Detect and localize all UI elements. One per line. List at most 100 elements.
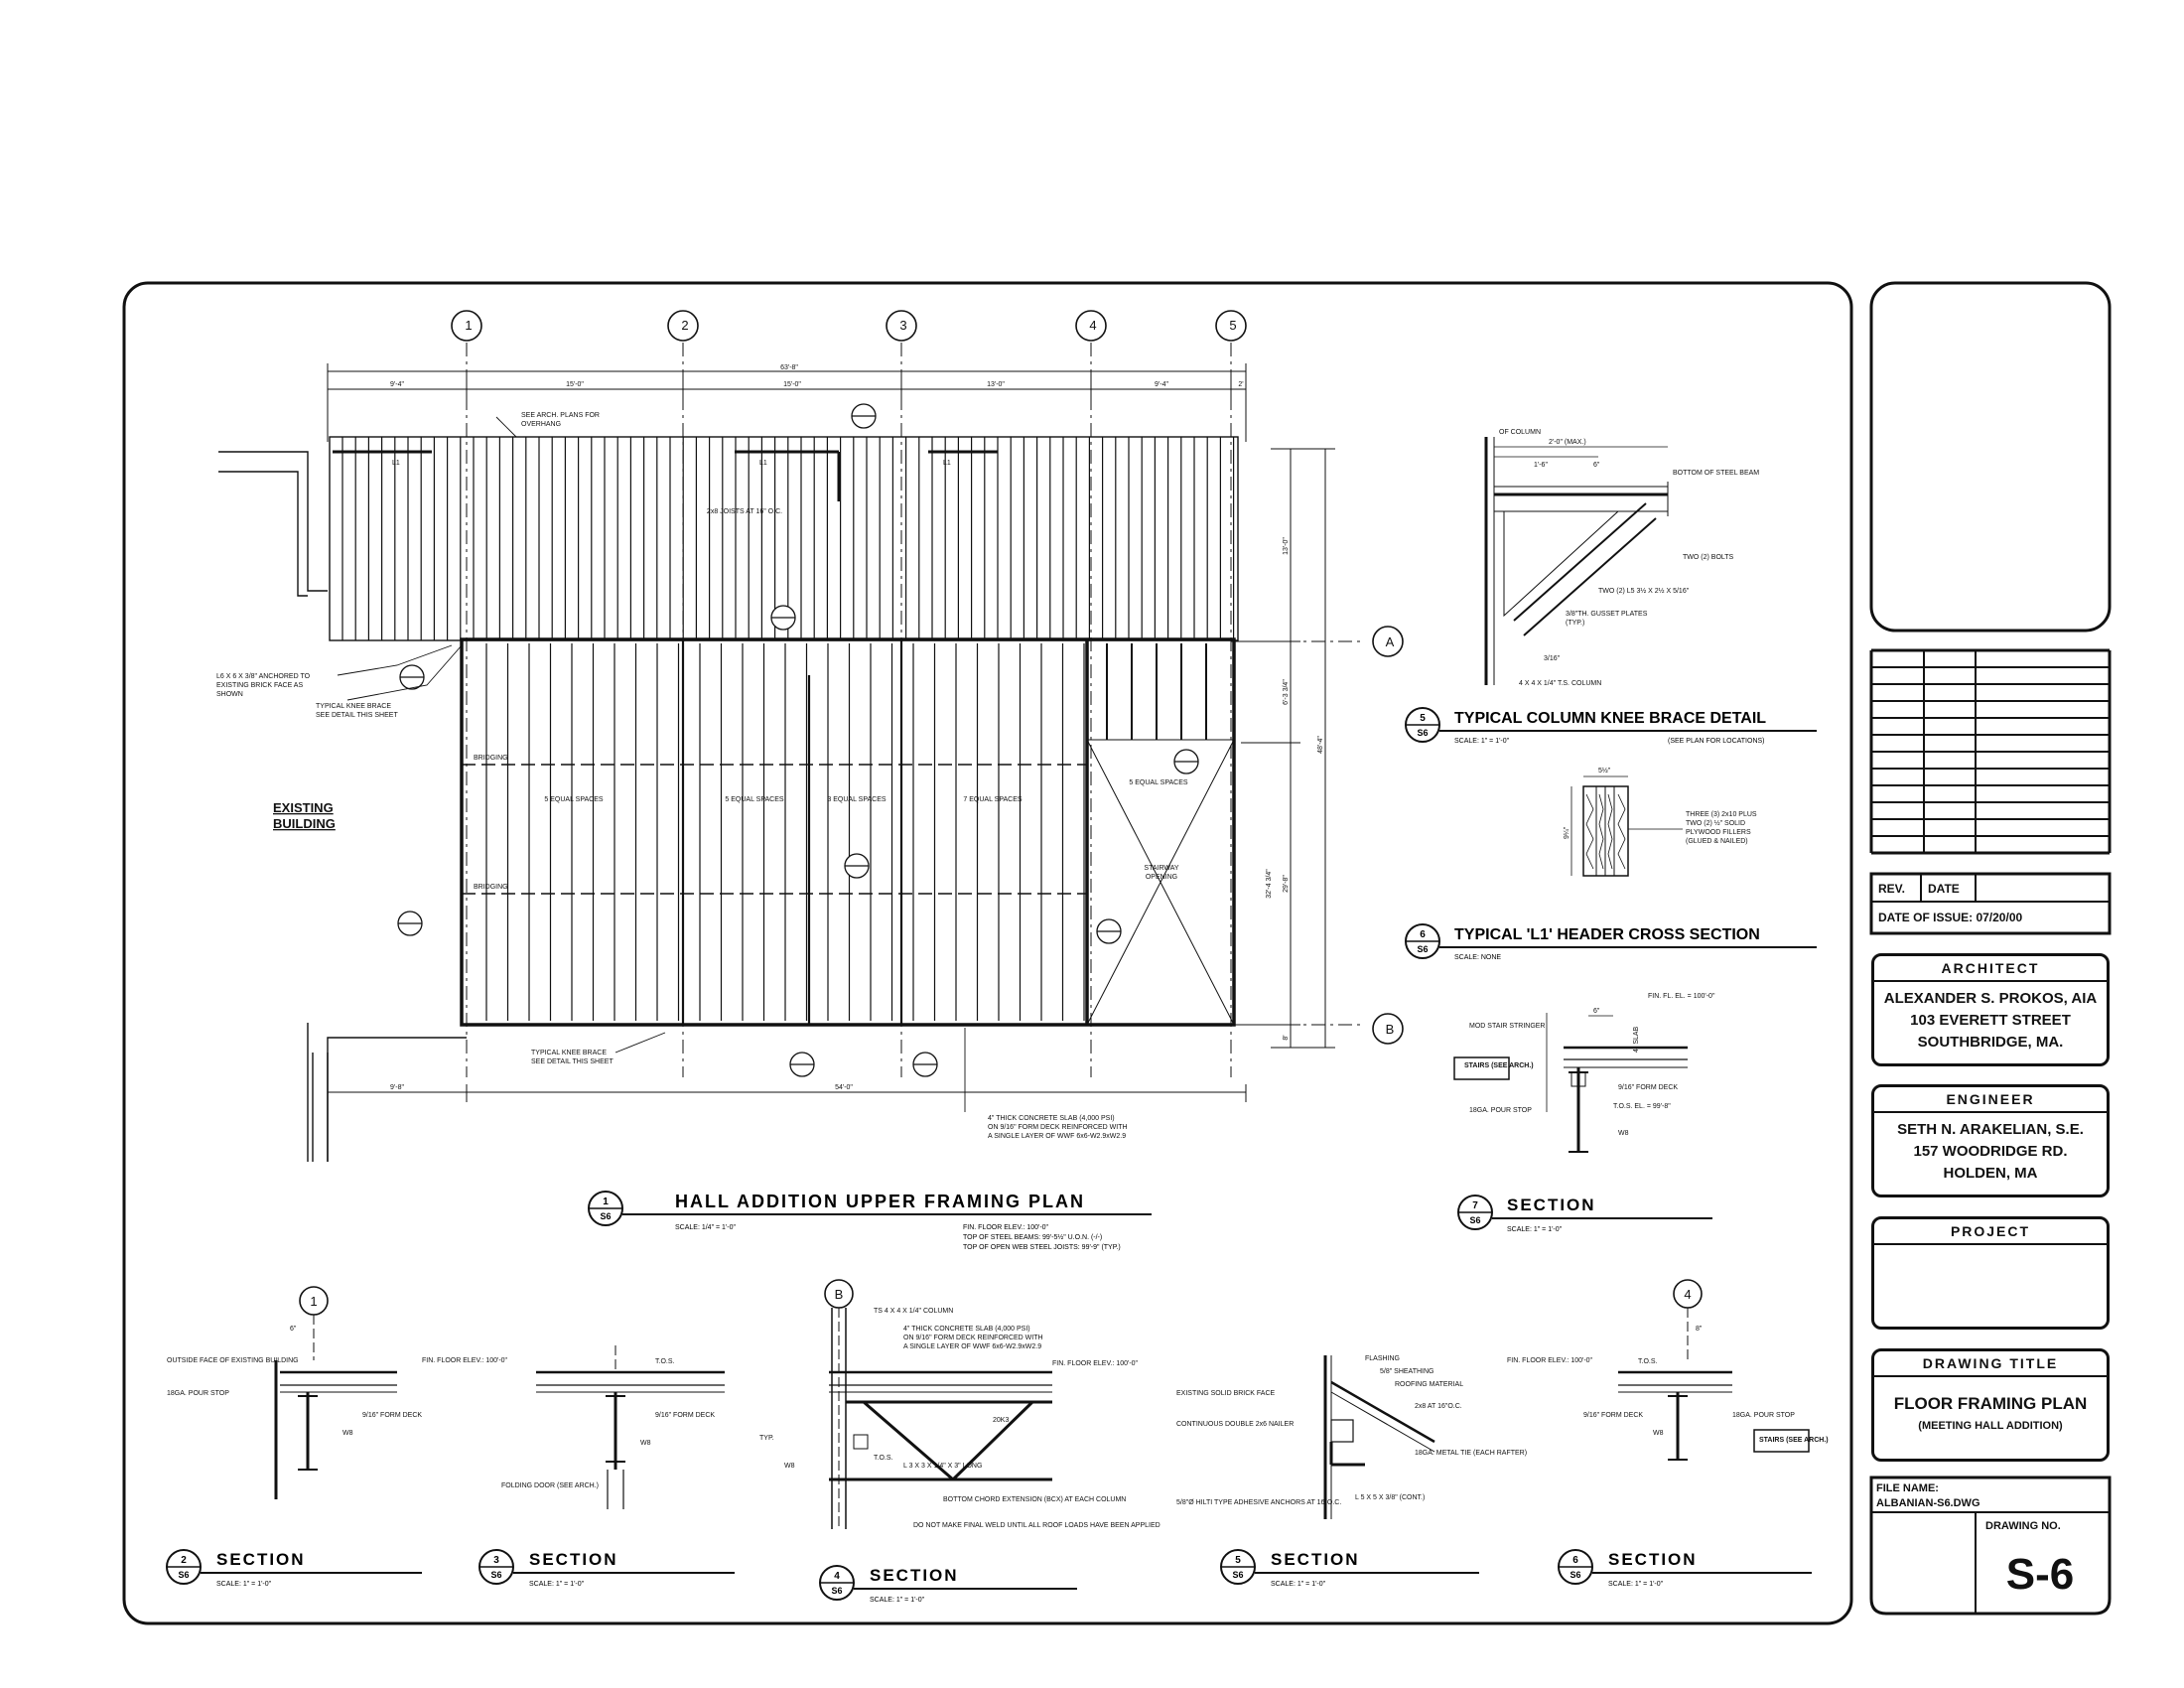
bay-dimension-4: 13'-0" bbox=[987, 381, 1005, 388]
grid-label-4: 4 bbox=[1089, 318, 1096, 333]
right-dimension-4: 29'-8" bbox=[1283, 875, 1290, 893]
s4-detail-title: SECTION bbox=[870, 1566, 959, 1585]
l1-headers bbox=[333, 450, 998, 501]
plan-title-block: 1 S6 HALL ADDITION UPPER FRAMING PLAN SC… bbox=[588, 1191, 1152, 1251]
knee-detail-number: 5 bbox=[1420, 713, 1426, 724]
section-4-annotations: B TS 4 X 4 X 1/4" COLUMN 4" THICK CONCRE… bbox=[759, 1287, 1160, 1529]
section-5-annotations: FLASHING 5/8" SHEATHING ROOFING MATERIAL… bbox=[1176, 1355, 1527, 1506]
architect-header: ARCHITECT bbox=[1874, 956, 2107, 982]
top-dimensions bbox=[327, 363, 1247, 442]
s3-label-door: FOLDING DOOR (SEE ARCH.) bbox=[501, 1482, 599, 1489]
l1-dim-depth: 9¼" bbox=[1564, 826, 1570, 839]
section-6-annotations: 4 FIN. FLOOR ELEV.: 100'-0" T.O.S. 9/16"… bbox=[1507, 1287, 1829, 1444]
slab-note-1: 4" THICK CONCRETE SLAB (4,000 PSI) bbox=[988, 1115, 1115, 1122]
s4-label-col: TS 4 X 4 X 1/4" COLUMN bbox=[874, 1308, 953, 1315]
l6-note-2: EXISTING BRICK FACE AS bbox=[216, 682, 303, 689]
s2-detail-title: SECTION bbox=[216, 1550, 306, 1569]
s3-detail-number: 3 bbox=[493, 1555, 499, 1566]
title-block-stamp-box bbox=[1869, 281, 2112, 633]
s5-label-nailer: CONTINUOUS DOUBLE 2x6 NAILER bbox=[1176, 1421, 1294, 1428]
stairway-label-1: STAIRWAY bbox=[1144, 865, 1178, 872]
engineer-panel: ENGINEER SETH N. ARAKELIAN, S.E. 157 WOO… bbox=[1871, 1084, 2110, 1197]
s4-label-weld: DO NOT MAKE FINAL WELD UNTIL ALL ROOF LO… bbox=[913, 1522, 1160, 1529]
revision-box bbox=[1869, 872, 2112, 935]
s4-detail-scale: SCALE: 1" = 1'-0" bbox=[870, 1597, 925, 1604]
s7-label-w8: W8 bbox=[1618, 1130, 1629, 1137]
knee-detail-scale: SCALE: 1" = 1'-0" bbox=[1454, 738, 1510, 745]
knee-label-angles: TWO (2) L5 3½ X 2½ X 5/16" bbox=[1598, 587, 1690, 595]
l1-sheet-ref: S6 bbox=[1417, 944, 1428, 954]
s6-label-w8: W8 bbox=[1653, 1430, 1664, 1437]
l1-label-3: L1 bbox=[943, 460, 951, 467]
section-4-detail bbox=[824, 1279, 1052, 1529]
floor-outline bbox=[460, 637, 1236, 1027]
bay-dimension-5: 9'-4" bbox=[1155, 381, 1168, 388]
rev-label: REV. bbox=[1878, 882, 1905, 896]
l1-note-1: THREE (3) 2x10 PLUS bbox=[1686, 811, 1757, 818]
s7-label-6in: 6" bbox=[1593, 1008, 1600, 1015]
spaces-label-3: 3 EQUAL SPACES bbox=[827, 796, 886, 803]
section-7-title: 7 S6 SECTION SCALE: 1" = 1'-0" bbox=[1457, 1195, 1712, 1233]
s6-label-pourstop: 18GA. POUR STOP bbox=[1732, 1412, 1795, 1419]
s5-label-sheathing: 5/8" SHEATHING bbox=[1380, 1368, 1433, 1375]
overhang-joists bbox=[341, 437, 1235, 640]
l1-note-3: PLYWOOD FILLERS bbox=[1686, 829, 1751, 836]
s7-label-stringer: MOD STAIR STRINGER bbox=[1469, 1023, 1545, 1030]
file-name: ALBANIAN-S6.DWG bbox=[1876, 1497, 1980, 1509]
knee-brace-title: 5 S6 TYPICAL COLUMN KNEE BRACE DETAIL SC… bbox=[1405, 707, 1817, 745]
see-arch-note-1: SEE ARCH. PLANS FOR bbox=[521, 412, 600, 419]
s2-label-w8: W8 bbox=[342, 1430, 353, 1437]
slab-note-3: A SINGLE LAYER OF WWF 6x6-W2.9xW2.9 bbox=[988, 1133, 1126, 1140]
grid-label-b: B bbox=[1386, 1022, 1395, 1037]
s3-detail-title: SECTION bbox=[529, 1550, 618, 1569]
knee-label-col: OF COLUMN bbox=[1499, 429, 1541, 436]
s5-label-anchors: 5/8"Ø HILTI TYPE ADHESIVE ANCHORS AT 16"… bbox=[1176, 1499, 1341, 1506]
s6-label-8in: 8" bbox=[1696, 1326, 1703, 1333]
existing-building-label-2: BUILDING bbox=[273, 816, 336, 831]
stair-header-joists bbox=[1106, 643, 1207, 740]
bay-dimension-1: 9'-4" bbox=[390, 381, 404, 388]
engineer-name: SETH N. ARAKELIAN, S.E. bbox=[1897, 1121, 2084, 1138]
s5-label-tie: 18GA. METAL TIE (EACH RAFTER) bbox=[1415, 1450, 1527, 1457]
s6-detail-number: 6 bbox=[1572, 1555, 1578, 1566]
s7-sheet-ref: S6 bbox=[1469, 1215, 1480, 1225]
spaces-label-5: 5 EQUAL SPACES bbox=[1129, 779, 1187, 786]
knee-label-dim2: 6" bbox=[1593, 462, 1600, 469]
section-3-annotations: T.O.S. 9/16" FORM DECK W8 FOLDING DOOR (… bbox=[501, 1358, 715, 1489]
knee-brace-annotations: OF COLUMN 2'-0" (MAX.) 1'-6" 6" BOTTOM O… bbox=[1499, 429, 1759, 687]
existing-building-outline bbox=[218, 451, 467, 1162]
architect-street: 103 EVERETT STREET bbox=[1910, 1012, 2071, 1029]
grid-bubbles bbox=[451, 310, 1404, 1045]
knee-sheet-ref: S6 bbox=[1417, 728, 1428, 738]
s3-label-deck: 9/16" FORM DECK bbox=[655, 1412, 715, 1419]
s4-label-tos: T.O.S. bbox=[874, 1455, 893, 1462]
drawing-title: FLOOR FRAMING PLAN bbox=[1893, 1394, 2088, 1413]
right-dimension-6: 8' bbox=[1283, 1035, 1290, 1040]
s6-label-ffe: FIN. FLOOR ELEV.: 100'-0" bbox=[1507, 1357, 1593, 1364]
main-girders bbox=[681, 639, 903, 1025]
l1-dim-width: 5½" bbox=[1598, 767, 1611, 774]
s4-label-ffe: FIN. FLOOR ELEV.: 100'-0" bbox=[1052, 1360, 1139, 1367]
spaces-label-2: 5 EQUAL SPACES bbox=[725, 796, 783, 803]
section-7-annotations: FIN. FL. EL. = 100'-0" MOD STAIR STRINGE… bbox=[1464, 993, 1715, 1137]
s4-detail-number: 4 bbox=[834, 1571, 840, 1582]
knee-label-max: 2'-0" (MAX.) bbox=[1549, 439, 1586, 446]
section-7-detail bbox=[1453, 1013, 1688, 1153]
s6-grid-label: 4 bbox=[1684, 1287, 1691, 1302]
s2-grid-label: 1 bbox=[310, 1294, 317, 1309]
s4-label-typ: TYP. bbox=[759, 1435, 774, 1442]
l6-note-1: L6 X 6 X 3/8" ANCHORED TO bbox=[216, 673, 311, 680]
section-2-title: 2 S6 SECTION SCALE: 1" = 1'-0" bbox=[166, 1549, 422, 1588]
s7-detail-title: SECTION bbox=[1507, 1196, 1596, 1214]
l1-note-2: TWO (2) ½" SOLID bbox=[1686, 819, 1745, 827]
existing-building-label-1: EXISTING bbox=[273, 800, 334, 815]
section-2-annotations: 1 OUTSIDE FACE OF EXISTING BUILDING FIN.… bbox=[167, 1294, 508, 1437]
right-dimension-5: 32'-4 3/4" bbox=[1266, 869, 1273, 899]
bottom-dimensions bbox=[327, 1084, 1247, 1102]
project-header: PROJECT bbox=[1874, 1219, 2107, 1245]
date-label: DATE bbox=[1928, 882, 1960, 896]
right-dimension-2: 48'-4" bbox=[1317, 736, 1324, 754]
date-of-issue: DATE OF ISSUE: 07/20/00 bbox=[1878, 911, 2022, 924]
grid-label-2: 2 bbox=[681, 318, 688, 333]
floor-joists bbox=[485, 643, 1085, 1021]
